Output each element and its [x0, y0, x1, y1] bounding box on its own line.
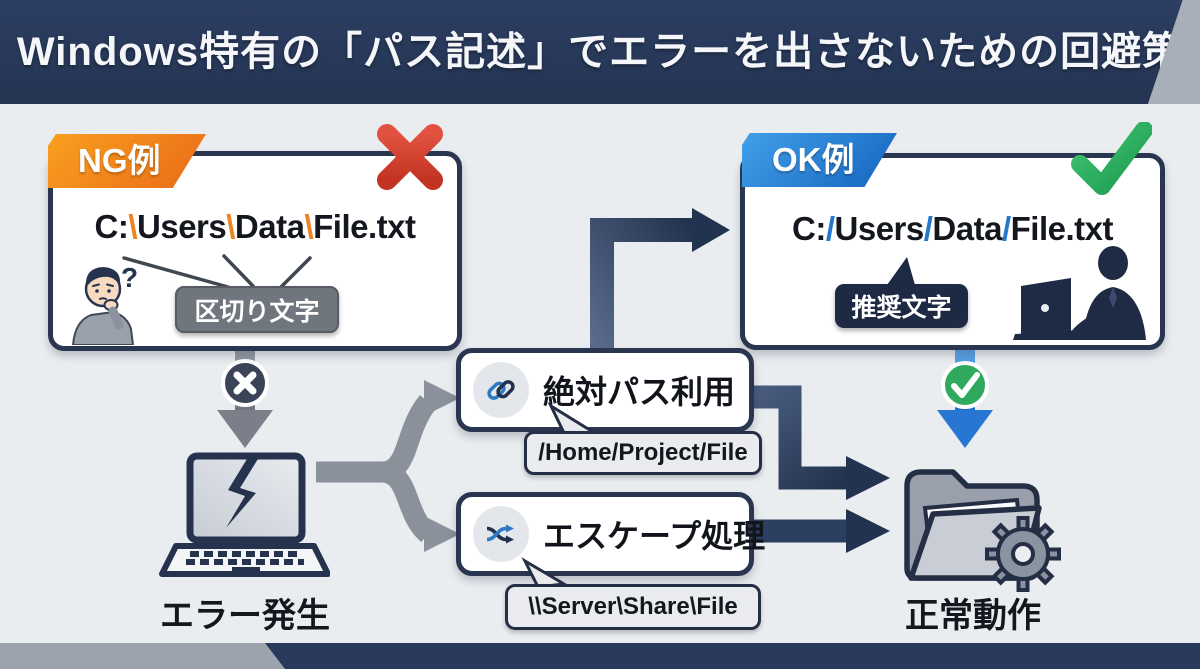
path-separator-slash: /: [1001, 210, 1011, 247]
svg-text:?: ?: [121, 262, 138, 293]
callout-pointer-lines: [122, 254, 312, 289]
solution-escape-box: エスケープ処理: [456, 492, 765, 576]
ok-badge: OK例: [742, 133, 897, 187]
check-badge: [941, 361, 989, 409]
arrow-solution-to-ok: [590, 208, 730, 353]
shuffle-arrows-icon: [473, 506, 529, 562]
cross-mark: [377, 124, 443, 190]
page-title: Windows特有の「パス記述」でエラーを出さないための回避策: [16, 30, 1184, 74]
folder-gear-icon: [904, 469, 1061, 592]
absolute-path-example: /Home/Project/File: [524, 431, 762, 475]
businessman-laptop-icon: [1013, 246, 1146, 340]
path-separator-slash: /: [923, 210, 933, 247]
path-separator-backslash: \: [304, 208, 314, 245]
ok-callout: 推奨文字: [835, 284, 968, 328]
title-bar: Windows特有の「パス記述」でエラーを出さないための回避策: [0, 0, 1200, 104]
solution-absolute-path-box: 絶対パス利用: [456, 348, 754, 432]
path-segment: C:: [94, 208, 129, 245]
path-separator-backslash: \: [128, 208, 138, 245]
ng-panel: NG例 C:\Users\Data\File.txt 区切り文字: [48, 124, 462, 351]
footer-wedge: [0, 643, 285, 669]
path-segment: Data: [932, 210, 1002, 247]
ng-path: C:\Users\Data\File.txt: [53, 208, 457, 246]
path-separator-backslash: \: [226, 208, 235, 245]
gear: [985, 516, 1061, 592]
fork-arrow: [316, 380, 460, 552]
ok-path: C:/Users/Data/File.txt: [745, 210, 1160, 248]
broken-laptop-icon: [159, 452, 330, 577]
thinking-person-icon: ?: [71, 262, 138, 345]
success-label: 正常動作: [905, 597, 1041, 635]
ng-badge: NG例: [48, 134, 206, 188]
solution-title: 絶対パス利用: [543, 374, 736, 410]
path-segment: File.txt: [1010, 210, 1114, 247]
escape-example: \\Server\Share\File: [505, 584, 761, 630]
path-segment: File.txt: [313, 208, 416, 245]
arrow-escape-to-success: [754, 509, 890, 553]
cross-badge: [221, 359, 269, 407]
callout-pointer: [887, 257, 915, 285]
error-label: エラー発生: [160, 597, 330, 635]
chain-link-icon: [473, 362, 529, 418]
path-segment: C:: [792, 210, 826, 247]
solution-title: エスケープ処理: [543, 518, 766, 554]
path-segment: Users: [834, 210, 925, 247]
ng-callout: 区切り文字: [175, 286, 339, 333]
path-segment: Data: [234, 208, 305, 245]
arrow-absolute-to-success: [754, 385, 890, 500]
check-mark: [1071, 122, 1152, 195]
path-separator-slash: /: [825, 210, 835, 247]
ok-panel: OK例 C:/Users/Data/File.txt 推奨文字: [740, 122, 1165, 350]
path-segment: Users: [137, 208, 227, 245]
